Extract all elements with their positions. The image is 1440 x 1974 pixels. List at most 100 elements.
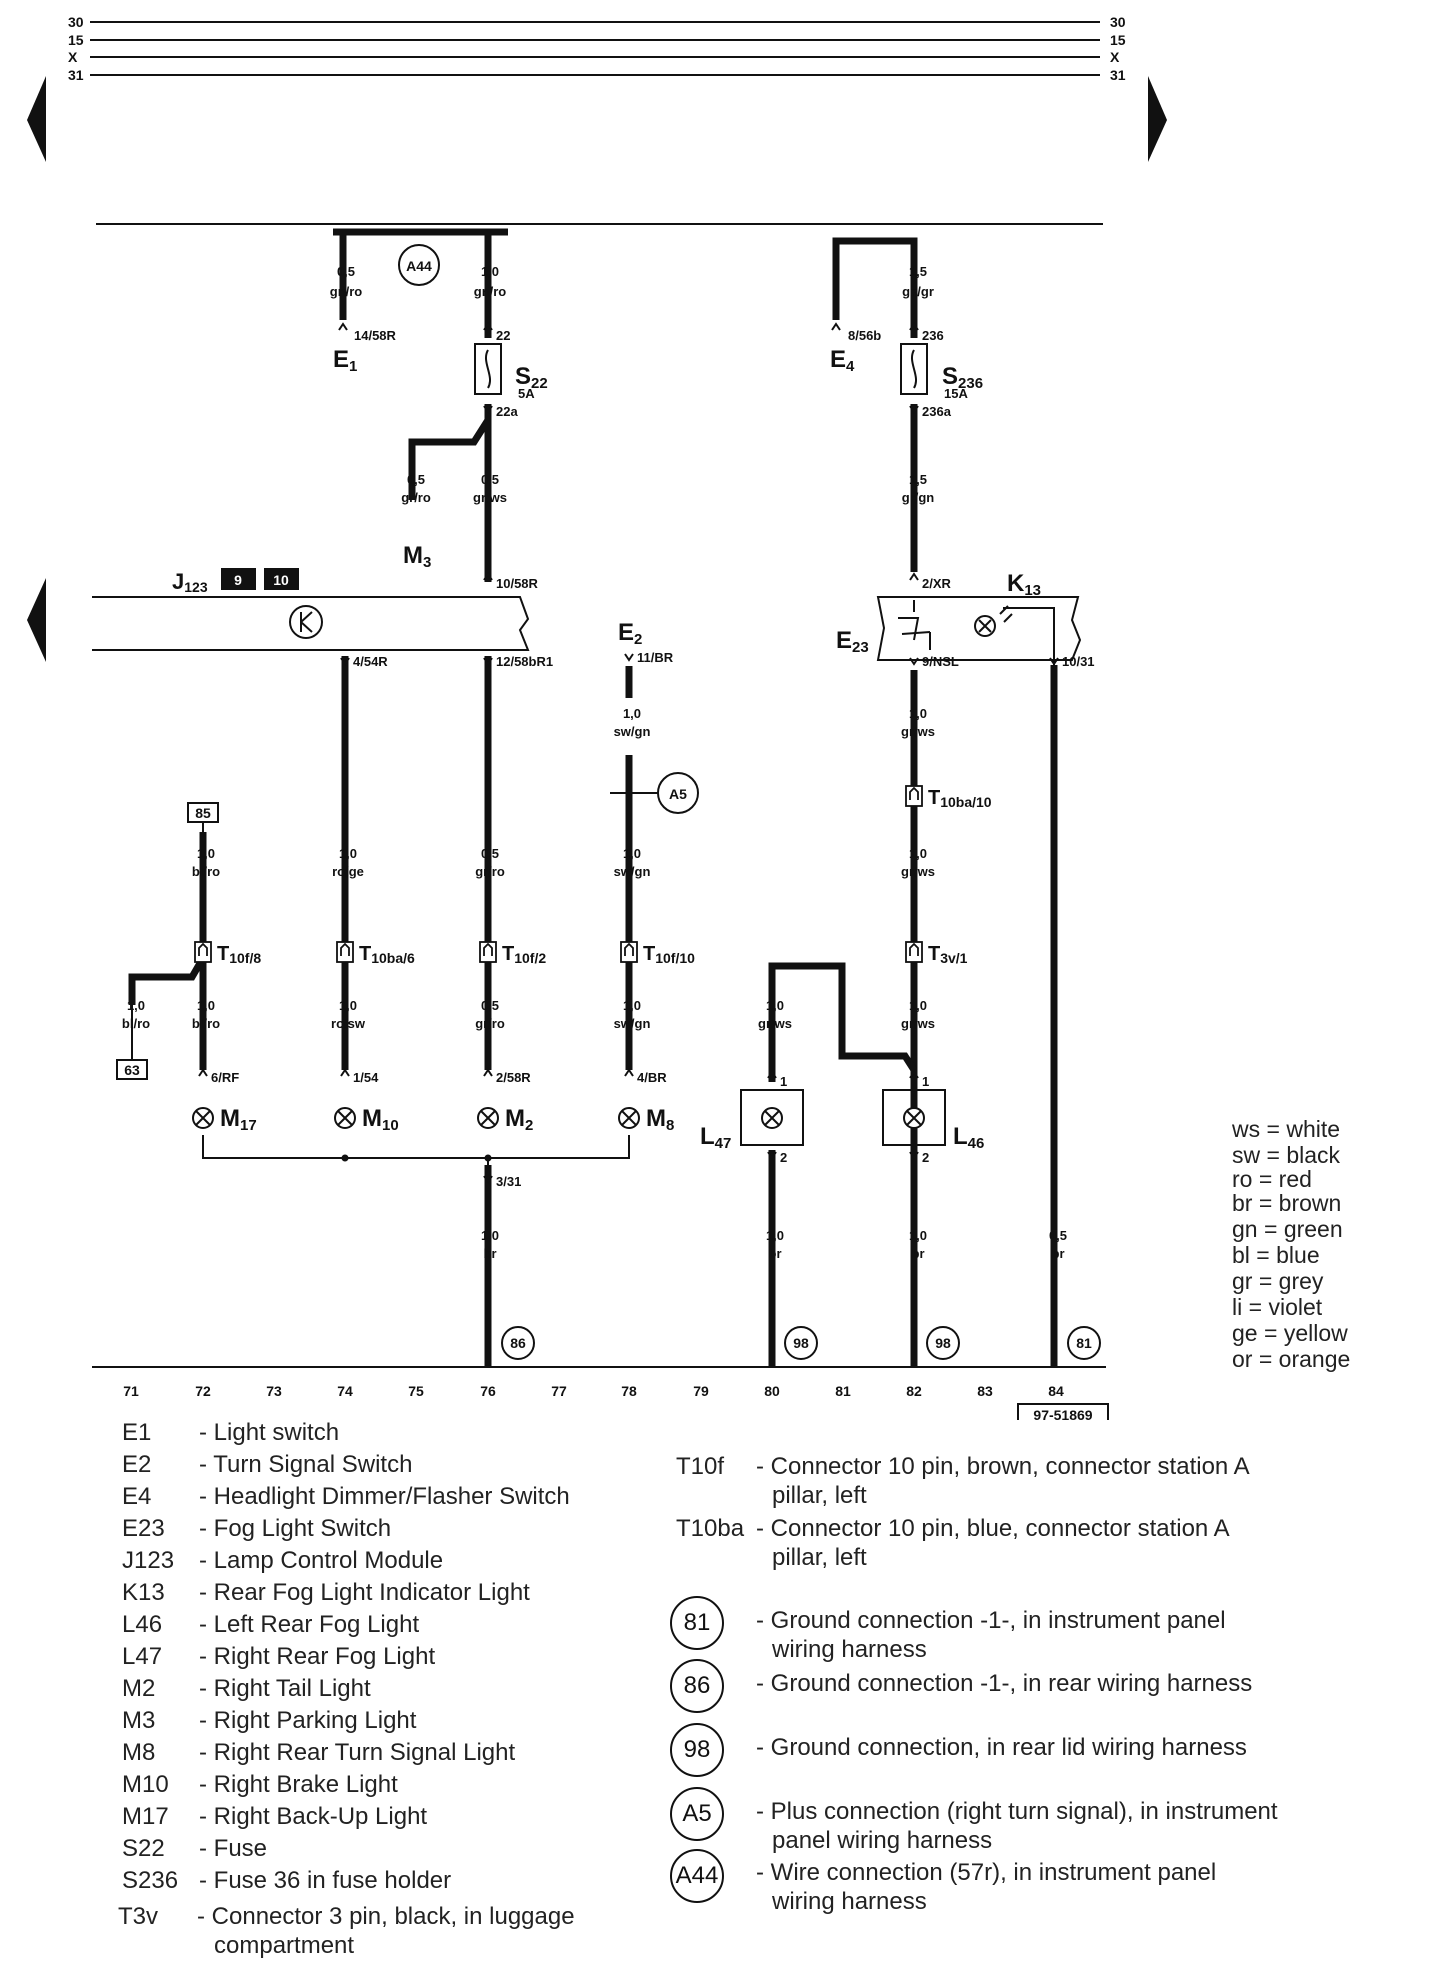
svg-text:0,5: 0,5 <box>481 472 499 487</box>
svg-text:86: 86 <box>510 1335 526 1351</box>
legend-item: - Ground connection, in rear lid wiring … <box>756 1734 1247 1761</box>
rail-label-31-right: 31 <box>1110 67 1126 83</box>
svg-text:M3: M3 <box>403 542 431 571</box>
legend-item-continued: panel wiring harness <box>772 1827 993 1854</box>
svg-text:0,5: 0,5 <box>407 472 425 487</box>
svg-text:gn/ro: gn/ro <box>474 284 507 299</box>
track-number: 76 <box>480 1383 496 1399</box>
svg-text:1,0: 1,0 <box>339 998 357 1013</box>
svg-text:E4: E4 <box>830 346 855 375</box>
svg-text:A44: A44 <box>406 258 432 274</box>
svg-text:9/NSL: 9/NSL <box>922 654 959 669</box>
rail-label-x-right: X <box>1110 49 1120 65</box>
svg-text:S236: S236 <box>942 363 983 392</box>
svg-text:81: 81 <box>1076 1335 1092 1351</box>
legend-circle: A44 <box>670 1849 724 1903</box>
svg-text:1,0: 1,0 <box>909 998 927 1013</box>
svg-text:1,0: 1,0 <box>766 1228 784 1243</box>
svg-text:1,0: 1,0 <box>481 264 499 279</box>
svg-text:4/BR: 4/BR <box>637 1070 667 1085</box>
continuation-arrow-icon <box>27 578 46 662</box>
rail-label-30-right: 30 <box>1110 14 1126 30</box>
color-key-entry: ws = white <box>1232 1116 1341 1142</box>
svg-text:6/RF: 6/RF <box>211 1070 239 1085</box>
j123-box-10: 10 <box>273 572 289 588</box>
svg-text:98: 98 <box>793 1335 809 1351</box>
rail-label-30-left: 30 <box>68 14 84 30</box>
svg-text:T10f/8: T10f/8 <box>217 943 261 966</box>
svg-text:0,5: 0,5 <box>481 998 499 1013</box>
svg-text:E23: E23 <box>836 627 869 656</box>
track-number: 77 <box>551 1383 567 1399</box>
legend-item-continued: pillar, left <box>772 1482 867 1509</box>
svg-text:gn/ro: gn/ro <box>330 284 363 299</box>
legend-item-continued: wiring harness <box>772 1636 927 1663</box>
track-number: 82 <box>906 1383 922 1399</box>
svg-text:gr/ws: gr/ws <box>901 864 935 879</box>
svg-text:2/XR: 2/XR <box>922 576 952 591</box>
svg-text:1,0: 1,0 <box>127 998 145 1013</box>
legend-circle: 81 <box>670 1596 724 1650</box>
svg-text:1,0: 1,0 <box>623 706 641 721</box>
wire-labels: 0,5gn/ro 1,0gn/ro 1,5ge/gr 0,5gr/ro 0,5g… <box>122 264 1067 1261</box>
track-number: 81 <box>835 1383 851 1399</box>
legend-circle: 98 <box>670 1723 724 1777</box>
svg-text:1,0: 1,0 <box>197 846 215 861</box>
svg-text:T3v/1: T3v/1 <box>928 943 968 966</box>
fuse-s22-rating: 5A <box>518 386 535 401</box>
legend-item: - Ground connection -1-, in instrument p… <box>756 1607 1226 1634</box>
j123-box-9: 9 <box>234 572 242 588</box>
svg-text:236: 236 <box>922 328 944 343</box>
splice-a44: A44 <box>398 244 440 286</box>
reference-box <box>1017 1403 1109 1420</box>
svg-text:1,0: 1,0 <box>766 998 784 1013</box>
fuse-s22 <box>474 343 502 395</box>
svg-text:bl/ro: bl/ro <box>122 1016 150 1031</box>
wiring-diagram: 30 15 X 31 30 15 X 31 <box>27 14 1167 1420</box>
svg-text:bl/ro: bl/ro <box>192 864 220 879</box>
svg-text:gr/gn: gr/gn <box>902 490 935 505</box>
svg-text:11/BR: 11/BR <box>637 650 674 665</box>
svg-text:ro/ge: ro/ge <box>332 864 364 879</box>
track-number: 80 <box>764 1383 780 1399</box>
reference-number: 97-51869 <box>1033 1407 1092 1420</box>
connector-symbols <box>194 785 923 963</box>
svg-text:br: br <box>912 1246 925 1261</box>
svg-text:E1: E1 <box>333 346 357 375</box>
next-page-arrow-icon[interactable] <box>1148 76 1167 162</box>
svg-text:22: 22 <box>496 328 510 343</box>
track-number: 75 <box>408 1383 424 1399</box>
bulb-symbols <box>192 1089 946 1146</box>
svg-text:E2: E2 <box>618 619 642 648</box>
svg-text:S22: S22 <box>515 363 548 392</box>
svg-text:M17: M17 <box>220 1105 257 1134</box>
svg-text:1,0: 1,0 <box>909 846 927 861</box>
wire-traces <box>128 228 1058 1360</box>
svg-text:sw/gn: sw/gn <box>614 724 651 739</box>
svg-text:14/58R: 14/58R <box>354 328 397 343</box>
svg-text:0,5: 0,5 <box>1049 1228 1067 1243</box>
rail-label-15-left: 15 <box>68 32 84 48</box>
svg-text:gr/ro: gr/ro <box>401 490 431 505</box>
svg-text:1/54: 1/54 <box>353 1070 379 1085</box>
color-key-entry: ro = red <box>1232 1166 1312 1192</box>
track-number: 78 <box>621 1383 637 1399</box>
prev-page-arrow-icon[interactable] <box>27 76 46 162</box>
j123-module <box>92 568 530 651</box>
track-number: 71 <box>123 1383 139 1399</box>
svg-text:gr/ws: gr/ws <box>901 724 935 739</box>
ref-box-85: 85 <box>187 802 219 823</box>
fuse-s236-rating: 15A <box>944 386 968 401</box>
svg-text:br: br <box>769 1246 782 1261</box>
fuse-s236 <box>900 343 928 395</box>
color-key-entry: bl = blue <box>1232 1242 1320 1268</box>
svg-text:gr/ws: gr/ws <box>473 490 507 505</box>
svg-text:1,5: 1,5 <box>909 264 927 279</box>
svg-text:10/58R: 10/58R <box>496 576 539 591</box>
legend-circle: A5 <box>670 1787 724 1841</box>
svg-text:4/54R: 4/54R <box>353 654 388 669</box>
svg-text:T10ba/6: T10ba/6 <box>359 943 415 966</box>
power-rails <box>90 21 1100 76</box>
svg-text:3/31: 3/31 <box>496 1174 521 1189</box>
svg-text:0,5: 0,5 <box>337 264 355 279</box>
